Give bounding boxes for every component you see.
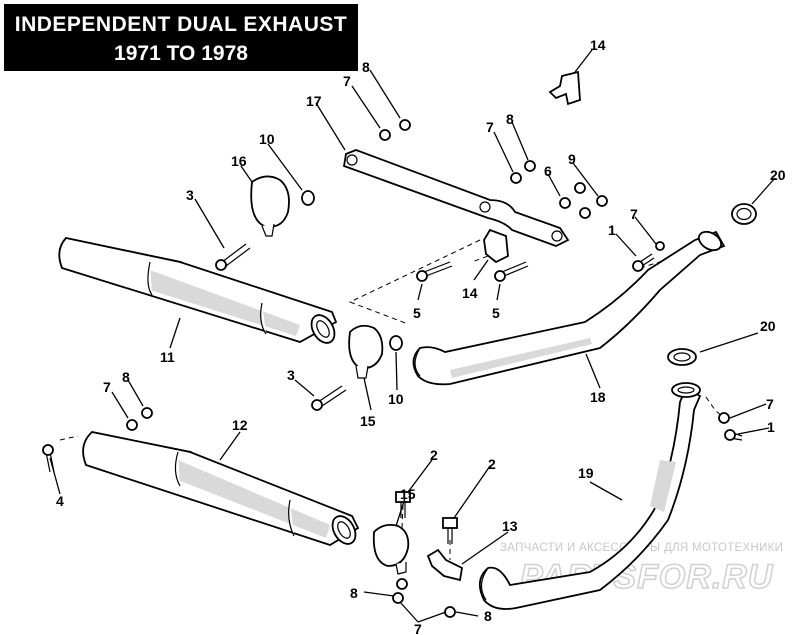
callout-12: 12 [232,417,248,433]
bolt-3b [311,385,347,411]
bolt-5a [416,261,453,282]
callout-3: 3 [287,367,295,383]
bolt-2b [442,517,458,544]
callout-20: 20 [770,167,786,183]
clamp-16 [250,175,290,237]
callout-7: 7 [103,379,111,395]
muffler-12 [82,431,360,546]
bolt-3a [215,243,251,271]
callout-9: 9 [568,151,576,167]
clamp-15b [372,523,410,575]
screw-1a [632,253,655,272]
callout-labels: 8 7 14 17 10 16 3 7 8 6 9 20 7 1 14 5 5 … [56,37,786,635]
callout-7: 7 [343,73,351,89]
exhaust-pipe-19 [478,382,702,610]
callout-8: 8 [122,369,130,385]
callout-15: 15 [360,413,376,429]
callout-20: 20 [760,318,776,334]
callout-13: 13 [502,518,518,534]
bolt-5b [494,261,529,282]
callout-7: 7 [486,119,494,135]
exhaust-pipe-18 [412,230,726,386]
callout-5: 5 [492,305,500,321]
bracket-14a [548,70,581,106]
callout-11: 11 [160,349,175,365]
callout-14: 14 [462,285,478,301]
spacer-10a [301,190,315,206]
callout-7: 7 [766,396,774,412]
callout-7: 7 [630,206,638,222]
callout-18: 18 [590,389,606,405]
callout-2: 2 [430,447,438,463]
title-line-1: INDEPENDENT DUAL EXHAUST [14,13,348,36]
spacer-10b [389,335,403,351]
callout-6: 6 [544,163,552,179]
callout-3: 3 [186,187,194,203]
leader-lines [49,49,776,623]
gasket-20a [731,203,757,225]
muffler-11 [58,237,338,344]
callout-15: 15 [400,486,416,502]
callout-1: 1 [767,419,775,435]
callout-8: 8 [362,59,370,75]
callout-14: 14 [590,37,606,53]
bolt-4 [42,444,55,473]
callout-10: 10 [259,131,275,147]
callout-8: 8 [484,608,492,624]
bolt-2a [395,491,411,518]
callout-2: 2 [488,456,496,472]
bracket-14b [483,228,509,264]
screw-1b [724,429,743,441]
gasket-20b [667,348,697,366]
bracket-13 [426,548,463,582]
callout-19: 19 [578,465,594,481]
callout-17: 17 [306,93,322,109]
hardware [126,119,730,618]
callout-10: 10 [388,391,404,407]
callout-4: 4 [56,493,64,509]
title-line-2: 1971 TO 1978 [114,42,248,65]
callout-1: 1 [608,222,616,238]
callout-8: 8 [350,585,358,601]
title-box: INDEPENDENT DUAL EXHAUST 1971 TO 1978 [4,4,358,71]
callout-8: 8 [506,111,514,127]
clamp-15a [348,324,384,379]
crossover-bracket-17 [342,149,570,247]
callout-16: 16 [231,153,247,169]
callout-5: 5 [413,305,421,321]
callout-7: 7 [414,621,422,635]
